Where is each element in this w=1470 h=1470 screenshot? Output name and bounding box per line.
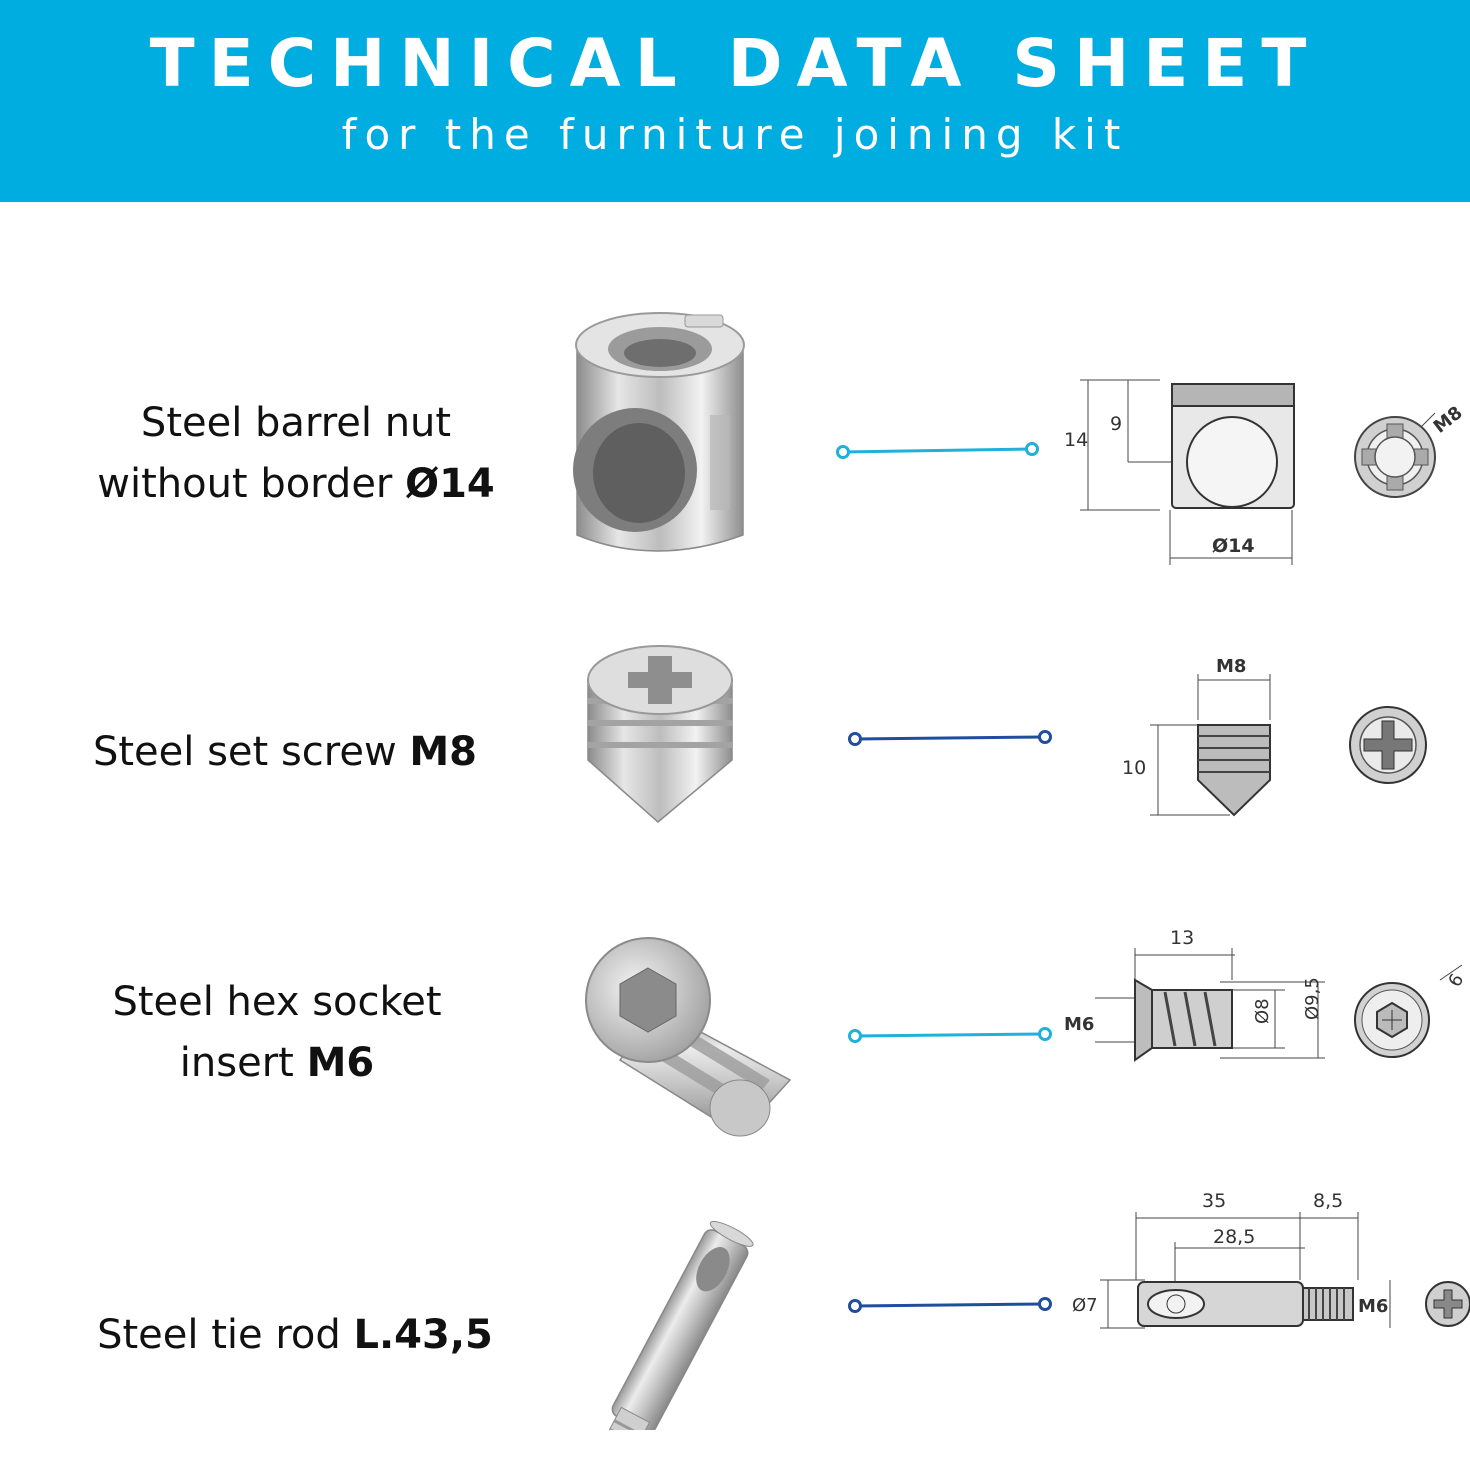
dimension-width: Ø14: [1212, 535, 1255, 557]
dimension-thread: M6: [1064, 1014, 1094, 1035]
header-banner: TECHNICAL DATA SHEET for the furniture j…: [0, 0, 1470, 202]
page-subtitle: for the furniture joining kit: [341, 110, 1129, 159]
dimension-length: 13: [1170, 927, 1194, 949]
dimension-thread: M8: [1430, 402, 1467, 437]
set-screw-icon: [587, 645, 733, 823]
set-screw-technical-drawing: M8 10: [1122, 656, 1427, 817]
barrel-nut-icon: [573, 312, 745, 552]
dimension-hole-offset: 28,5: [1213, 1226, 1255, 1248]
dimension-thread: M6: [1358, 1296, 1388, 1317]
hex-socket-insert-icon: [585, 937, 792, 1137]
dimension-outer-diameter: Ø9,5: [1302, 977, 1323, 1020]
dimension-hole-height: 9: [1110, 413, 1122, 435]
connector-line-1: [836, 442, 1039, 459]
tie-rod-technical-drawing: 35 8,5 28,5 Ø7 M6: [1072, 1190, 1470, 1329]
item-label-tie-rod: Steel tie rod L.43,5: [97, 1312, 493, 1358]
dimension-diameter: Ø7: [1072, 1295, 1098, 1316]
item-label-set-screw: Steel set screw M8: [92, 729, 478, 775]
tie-rod-icon: [592, 1220, 754, 1430]
connector-line-2: [848, 730, 1052, 746]
dimension-thread: M8: [1216, 656, 1246, 677]
item-label-barrel-nut: Steel barrel nut without border Ø14: [97, 400, 495, 507]
hex-socket-insert-technical-drawing: 13 M6 Ø8 Ø9,5 6: [1064, 927, 1468, 1062]
dimension-thread-length: 8,5: [1313, 1190, 1343, 1212]
dimension-hex: 6: [1444, 970, 1468, 990]
connector-line-4: [848, 1297, 1052, 1313]
page-title: TECHNICAL DATA SHEET: [149, 25, 1321, 102]
dimension-height: 10: [1122, 757, 1146, 779]
connector-line-3: [848, 1027, 1052, 1043]
dimension-height: 14: [1064, 429, 1088, 451]
dimension-inner-diameter: Ø8: [1252, 998, 1273, 1024]
item-label-hex-socket-insert: Steel hex socket insert M6: [112, 979, 442, 1086]
barrel-nut-technical-drawing: 14 9 Ø14 M8: [1064, 379, 1467, 565]
dimension-length: 35: [1202, 1190, 1226, 1212]
